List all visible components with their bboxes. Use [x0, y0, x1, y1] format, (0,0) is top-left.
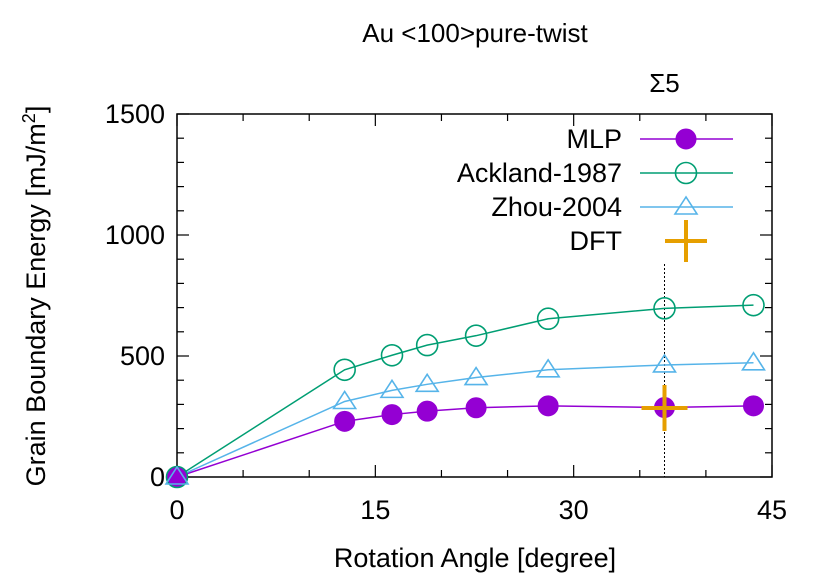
data-point-zhou-2004	[535, 358, 561, 378]
data-point-zhou-2004	[652, 353, 677, 373]
data-point-zhou-2004	[164, 465, 190, 485]
data-point-mlp	[381, 404, 403, 426]
legend-entry-zhou-2004: Zhou-2004	[491, 192, 733, 222]
legend-entry-ackland-1987: Ackland-1987	[457, 158, 733, 188]
data-point-zhou-2004	[379, 378, 405, 399]
y-tick-label: 0	[150, 462, 165, 492]
data-point-ackland-1987	[742, 293, 765, 317]
legend-marker	[675, 128, 697, 150]
y-axis-label-end: ]	[21, 106, 51, 114]
x-tick-label: 0	[169, 495, 184, 525]
x-tick-label: 30	[559, 495, 589, 525]
series-line-ackland-1987	[176, 304, 754, 478]
y-tick-label: 500	[120, 341, 165, 371]
plot-frame	[176, 113, 773, 478]
data-point-ackland-1987	[380, 343, 404, 367]
data-point-mlp	[416, 400, 438, 422]
data-point-zhou-2004	[463, 366, 489, 386]
data-point-zhou-2004	[332, 390, 358, 410]
data-point-mlp	[742, 395, 764, 417]
data-point-ackland-1987	[464, 324, 488, 347]
legend-label: Ackland-1987	[457, 158, 622, 188]
x-tick-label: 15	[360, 495, 390, 525]
y-tick-label: 1000	[105, 220, 165, 250]
legend-marker	[665, 220, 707, 262]
data-point-mlp	[465, 397, 487, 419]
legend-marker	[673, 195, 699, 215]
data-point-zhou-2004	[741, 351, 766, 371]
y-axis-label: Grain Boundary Energy [mJ/m2]	[19, 106, 51, 487]
legend-marker	[674, 161, 698, 185]
data-point-zhou-2004	[414, 372, 440, 393]
x-tick-label: 45	[757, 495, 787, 525]
data-point-ackland-1987	[333, 358, 356, 382]
legend-entry-mlp: MLP	[566, 124, 733, 154]
y-axis-label-superscript: 2	[19, 113, 39, 123]
chart-title: Au <100>pure-twist	[362, 18, 588, 48]
y-tick-label: 1500	[105, 99, 165, 129]
legend-label: MLP	[566, 124, 622, 154]
data-point-mlp	[537, 395, 559, 417]
data-point-dft	[641, 385, 688, 432]
data-point-mlp	[334, 410, 356, 432]
y-axis-label-main: Grain Boundary Energy [mJ/m	[21, 123, 51, 486]
sigma5-label: Σ5	[649, 68, 680, 98]
data-point-ackland-1987	[653, 297, 676, 320]
legend-label: DFT	[570, 226, 622, 256]
data-point-ackland-1987	[415, 333, 439, 357]
legend-entry-dft: DFT	[570, 220, 707, 262]
series-line-zhou-2004	[176, 362, 754, 478]
legend-label: Zhou-2004	[491, 192, 622, 222]
data-point-ackland-1987	[536, 307, 560, 331]
x-axis-label: Rotation Angle [degree]	[334, 543, 616, 573]
